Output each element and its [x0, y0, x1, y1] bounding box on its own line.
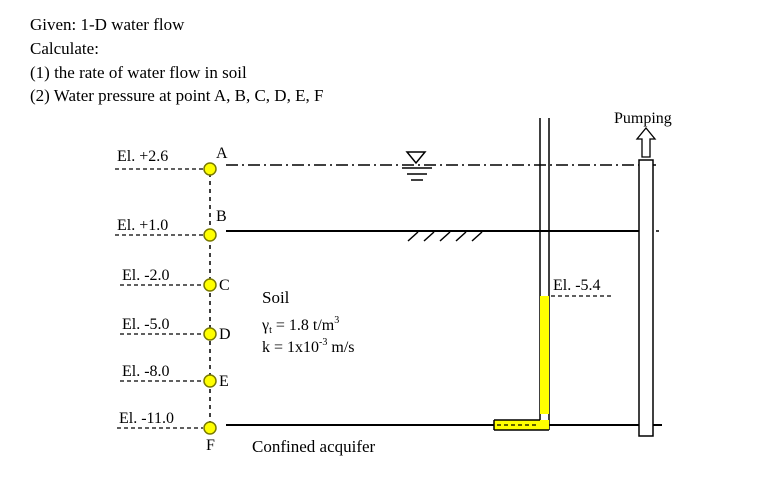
- piezometer-water-column: [540, 296, 549, 414]
- point-a-marker: [203, 162, 217, 176]
- question-2-text: (2) Water pressure at point A, B, C, D, …: [30, 86, 323, 105]
- elevation-label-c: El. -2.0: [122, 267, 170, 284]
- elevation-label-d: El. -5.0: [122, 316, 170, 333]
- soil-label: Soil: [262, 288, 290, 307]
- elevation-label-a: El. +2.6: [117, 148, 168, 165]
- point-b-marker: [203, 228, 217, 242]
- soil-permeability: k = 1x10-3 m/s: [262, 337, 355, 356]
- ground-hatching: [407, 231, 483, 242]
- aquifer-label: Confined acquifer: [252, 437, 376, 456]
- point-c-label: C: [219, 277, 230, 294]
- point-a-label: A: [216, 145, 228, 162]
- elevation-label-b: El. +1.0: [117, 217, 168, 234]
- point-e-label: E: [219, 373, 229, 390]
- elevation-leaders: [115, 168, 203, 429]
- point-d-marker: [203, 327, 217, 341]
- point-c-marker: [203, 278, 217, 292]
- point-d-label: D: [219, 326, 231, 343]
- pumping-well: [635, 126, 657, 437]
- point-f-label: F: [206, 437, 215, 454]
- calculate-text: Calculate:: [30, 39, 99, 58]
- point-b-label: B: [216, 208, 227, 225]
- soil-unit-weight: γt = 1.8 t/m3: [261, 315, 339, 336]
- point-e-marker: [203, 374, 217, 388]
- water-table-symbol: [402, 151, 432, 181]
- elevation-label-e: El. -8.0: [122, 363, 170, 380]
- piezometer: [493, 118, 550, 431]
- pumping-label: Pumping: [614, 110, 672, 127]
- point-f-marker: [203, 421, 217, 435]
- given-text: Given: 1-D water flow: [30, 15, 185, 34]
- question-1-text: (1) the rate of water flow in soil: [30, 63, 247, 82]
- piezometer-elevation-label: El. -5.4: [553, 277, 601, 294]
- elevation-label-f: El. -11.0: [119, 410, 174, 427]
- pumping-arrow-icon: [635, 126, 657, 158]
